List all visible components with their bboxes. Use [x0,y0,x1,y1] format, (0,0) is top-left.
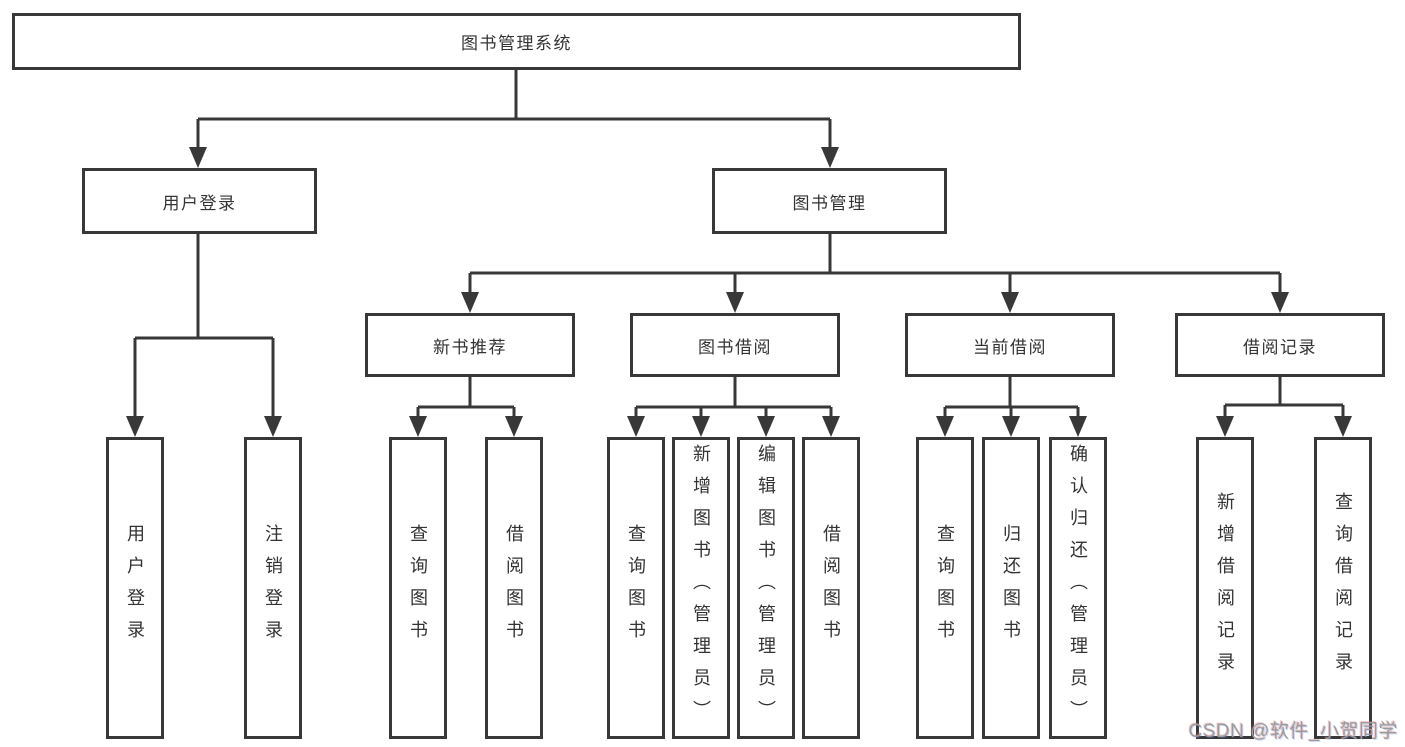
leaf-logout: 注销登录 [244,437,302,739]
arrow-down-icon [757,416,775,437]
leaf-query-borrow-record: 查询借阅记录 [1314,437,1372,739]
arrow-down-icon [627,416,645,437]
arrow-down-icon [409,416,427,437]
arrow-down-icon [1216,416,1234,437]
leaf-query-books: 查询图书 [607,437,665,739]
edge-newrec-to-leaves [416,377,516,418]
leaf-add-borrow-record: 新增借阅记录 [1196,437,1254,739]
arrow-down-icon [126,416,144,437]
arrow-down-icon [1271,292,1289,313]
arrow-down-icon [1001,292,1019,313]
edge-userlogin-to-leaves [133,234,275,418]
arrow-down-icon [264,416,282,437]
node-new-book-recommendation: 新书推荐 [365,313,575,377]
node-library-management-system: 图书管理系统 [12,13,1021,70]
arrow-down-icon [936,416,954,437]
node-book-management: 图书管理 [712,168,947,234]
arrow-down-icon [1069,416,1087,437]
leaf-borrow-books: 借阅图书 [802,437,860,739]
arrow-down-icon [822,416,840,437]
leaf-return-books: 归还图书 [982,437,1040,739]
node-borrowing-records: 借阅记录 [1175,313,1385,377]
node-current-borrowing: 当前借阅 [905,313,1115,377]
node-book-borrowing: 图书借阅 [630,313,840,377]
arrow-down-icon [1334,416,1352,437]
leaf-user-login: 用户登录 [106,437,164,739]
arrow-down-icon [726,292,744,313]
arrow-down-icon [189,147,207,168]
leaf-edit-books-admin: 编辑图书（管理员） [737,437,795,739]
leaf-add-books-admin: 新增图书（管理员） [672,437,730,739]
edge-current-to-leaves [943,377,1080,418]
arrow-down-icon [821,147,839,168]
arrow-down-icon [505,416,523,437]
arrow-down-icon [1002,416,1020,437]
edge-root-to-level2 [196,70,832,148]
edge-bookmgmt-to-level3 [468,234,1282,293]
node-user-login: 用户登录 [82,168,317,234]
arrow-down-icon [692,416,710,437]
edge-records-to-leaves [1223,377,1345,418]
leaf-query-books: 查询图书 [389,437,447,739]
arrow-down-icon [461,292,479,313]
leaf-borrow-books: 借阅图书 [485,437,543,739]
leaf-confirm-return-admin: 确认归还（管理员） [1049,437,1107,739]
csdn-watermark: CSDN @软件_小贺同学 [1188,721,1398,742]
edge-borrow-to-leaves [634,377,833,418]
leaf-query-books: 查询图书 [916,437,974,739]
arrowheads [126,147,1352,437]
